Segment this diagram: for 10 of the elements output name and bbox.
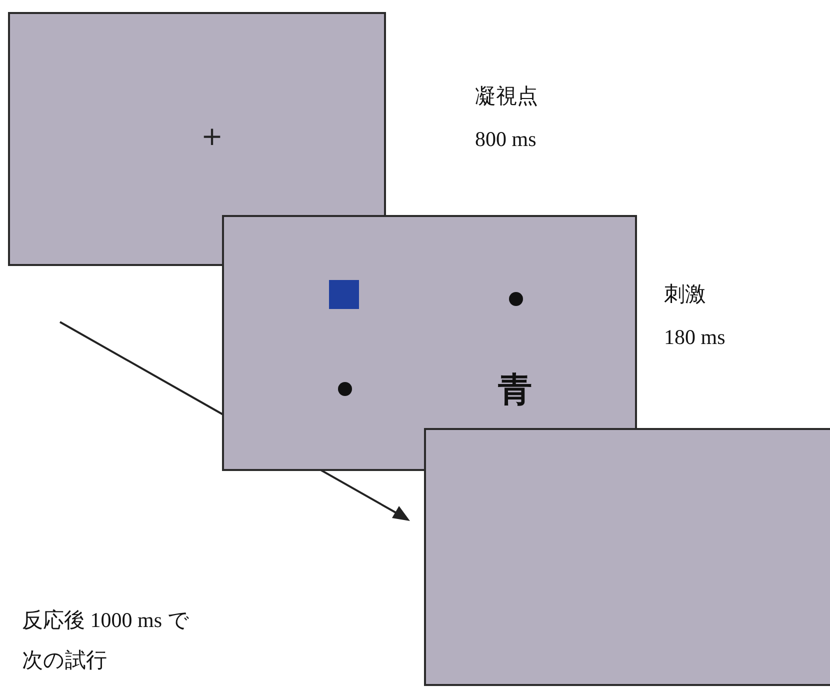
phase-label: 凝視点 <box>475 83 538 110</box>
duration-label: 800 ms <box>475 127 536 152</box>
note-text: 反応後 1000 ms で次の試行 <box>22 607 190 674</box>
screen-panel <box>424 428 830 686</box>
phase-label: 刺激 <box>664 281 706 308</box>
screen-panel <box>222 215 637 471</box>
fixation-cross: + <box>200 122 224 152</box>
word-stimulus: 青 <box>498 369 532 412</box>
duration-label: 180 ms <box>664 325 726 350</box>
screen-panel <box>8 12 386 266</box>
